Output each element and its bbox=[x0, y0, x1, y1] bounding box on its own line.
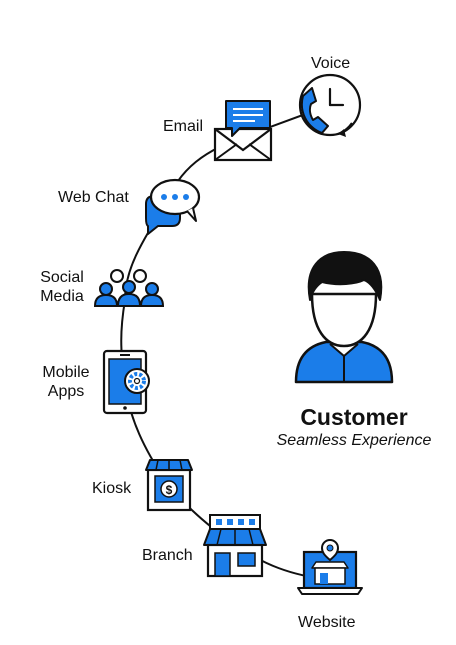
label-social-media-line2: Media bbox=[40, 288, 84, 305]
customer-title: Customer bbox=[300, 404, 408, 430]
label-email: Email bbox=[163, 118, 204, 135]
tablet-gear-icon bbox=[102, 349, 150, 415]
label-web-chat: Web Chat bbox=[58, 189, 129, 206]
label-kiosk: Kiosk bbox=[92, 480, 132, 497]
phone-clock-icon bbox=[298, 73, 362, 137]
label-social-media: Social Media bbox=[26, 268, 98, 306]
laptop-store-icon bbox=[297, 539, 363, 595]
label-mobile-apps: Mobile Apps bbox=[30, 363, 102, 401]
envelope-chat-icon bbox=[213, 100, 273, 162]
label-voice: Voice bbox=[311, 55, 351, 72]
label-mobile-apps-line1: Mobile bbox=[42, 364, 90, 381]
kiosk-dollar-icon: $ bbox=[145, 459, 193, 512]
label-social-media-line1: Social bbox=[40, 269, 84, 286]
people-group-icon bbox=[93, 269, 165, 307]
label-website: Website bbox=[298, 614, 356, 631]
customer-subtitle: Seamless Experience bbox=[276, 432, 432, 449]
customer-avatar-icon bbox=[294, 251, 394, 384]
chat-bubbles-icon bbox=[145, 178, 201, 235]
label-branch: Branch bbox=[142, 547, 193, 564]
storefront-icon bbox=[203, 514, 267, 578]
label-mobile-apps-line2: Apps bbox=[47, 383, 85, 400]
svg-text:$: $ bbox=[166, 483, 173, 497]
